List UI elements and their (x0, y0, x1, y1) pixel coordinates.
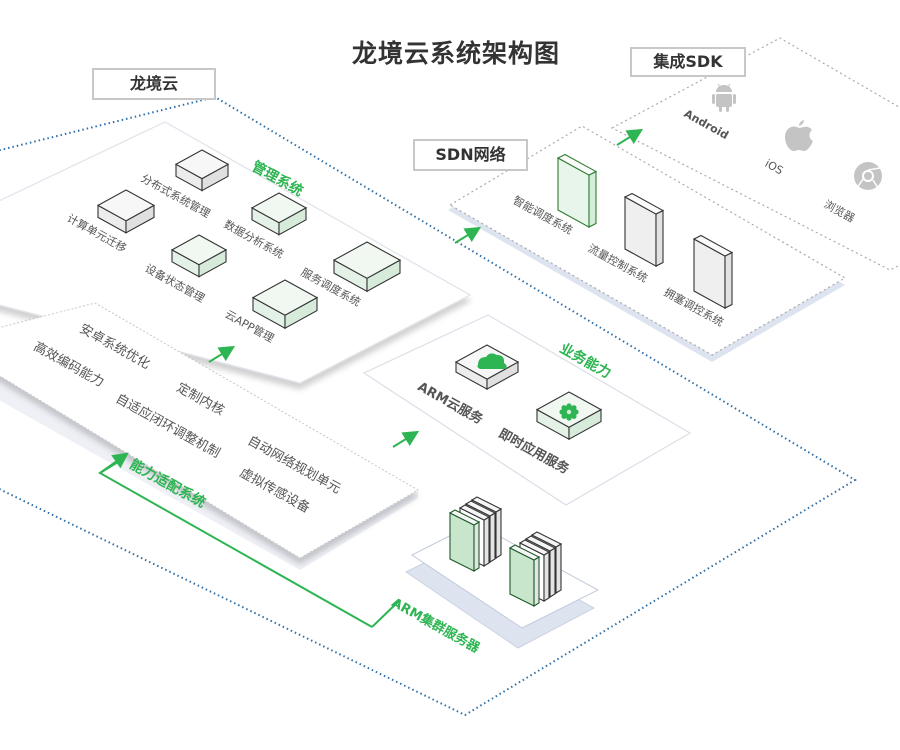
management-module-cube (170, 234, 228, 278)
browser-icon (854, 162, 882, 190)
sdk-plane (610, 37, 900, 271)
management-module-cube (250, 192, 308, 236)
server-rack-front (508, 544, 541, 607)
management-module-cube (251, 279, 319, 330)
server-rack-front (448, 509, 481, 572)
sdn-slab-congestion-control (692, 234, 734, 309)
management-module-cube (332, 241, 402, 293)
sdn-label: SDN网络 (413, 139, 528, 171)
management-module-cube (174, 149, 230, 192)
page-title: 龙境云系统架构图 (352, 39, 561, 68)
arrow-to-sdk (616, 128, 644, 146)
cloud-icon (477, 353, 507, 369)
arrow-adapt-to-mgmt (208, 345, 236, 363)
apple-icon (785, 120, 813, 151)
business-plane (362, 314, 692, 506)
management-module-cube (96, 189, 156, 234)
arrow-to-sdn (454, 226, 482, 244)
android-icon (712, 83, 736, 112)
adaptation-plane (0, 302, 419, 559)
gear-icon (559, 403, 579, 421)
sdk-label: 集成SDK (630, 47, 746, 77)
sdn-slab-smart-scheduling (556, 153, 598, 228)
cloud-label: 龙境云 (92, 68, 216, 100)
arrow-up-adaptation (99, 452, 129, 474)
arrow-to-business (392, 430, 420, 448)
sdn-slab-flow-control (623, 192, 665, 267)
